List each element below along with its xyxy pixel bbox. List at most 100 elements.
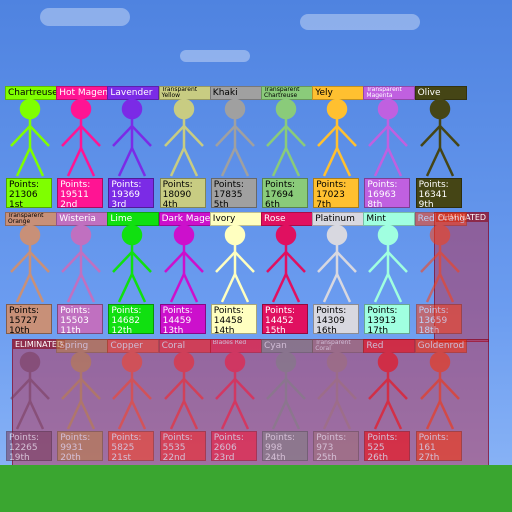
stickman-right-leg xyxy=(387,273,403,303)
stickman-right-arm xyxy=(387,125,409,147)
stickman-right-arm xyxy=(438,125,460,147)
stickman-left-arm xyxy=(61,378,83,400)
stickman-head xyxy=(378,351,399,373)
stickman-left-leg xyxy=(169,273,185,303)
rank-value: 6th xyxy=(265,200,280,210)
rank-value: 17th xyxy=(367,326,389,336)
stickman-right-leg xyxy=(336,273,352,303)
stickman-figure xyxy=(368,224,409,303)
points-value: 13659 xyxy=(418,316,448,326)
stickman-right-leg xyxy=(182,400,198,430)
stickman-left-leg xyxy=(271,147,288,177)
stickman-head xyxy=(122,98,143,120)
stickman-right-leg xyxy=(233,273,249,303)
stickman-figure xyxy=(10,98,50,177)
stickman-right-leg xyxy=(28,147,45,177)
rank-value: 8th xyxy=(367,200,383,210)
points-label: Points: xyxy=(418,306,449,316)
points-value: 16963 xyxy=(367,190,397,200)
points-label: Points: xyxy=(367,433,398,443)
points-label: Points: xyxy=(9,433,40,443)
stickman-head xyxy=(224,351,246,373)
stickman-right-leg xyxy=(131,147,147,177)
rank-value: 3rd xyxy=(111,200,127,210)
stickman-figure xyxy=(317,224,358,303)
points-value: 17835 xyxy=(213,190,243,200)
rank-value: 14th xyxy=(213,326,235,336)
points-value: 12265 xyxy=(9,443,38,453)
points-label: Points: xyxy=(162,433,193,443)
stickman-left-leg xyxy=(374,147,390,177)
points-value: 19511 xyxy=(60,190,89,200)
stickman-left-leg xyxy=(220,400,236,430)
stickman-head xyxy=(326,98,348,120)
rank-value: 12th xyxy=(111,326,133,336)
points-label: Points: xyxy=(60,433,91,443)
stickman-head xyxy=(429,351,450,373)
points-value: 13913 xyxy=(367,316,397,326)
stickman-figure xyxy=(317,98,358,177)
stickman-right-leg xyxy=(438,400,454,430)
rank-value: 5th xyxy=(213,200,229,210)
stickman-left-leg xyxy=(67,400,83,430)
points-value: 14452 xyxy=(265,316,294,326)
stickman-left-arm xyxy=(10,251,31,273)
stickman-head xyxy=(326,351,348,373)
stickman-head xyxy=(122,351,143,373)
stickman-right-arm xyxy=(29,251,50,273)
rank-value: 15th xyxy=(265,326,286,336)
points-label: Points: xyxy=(316,306,347,316)
stickman-figure xyxy=(61,351,102,430)
stickman-head xyxy=(275,224,297,246)
stickman-left-arm xyxy=(10,378,31,400)
stickman-left-leg xyxy=(323,273,339,303)
stickman-left-arm xyxy=(317,125,339,147)
points-label: Points: xyxy=(265,306,296,316)
points-value: 18090 xyxy=(162,190,192,200)
points-value: 525 xyxy=(367,443,385,453)
points-label: Points: xyxy=(265,180,296,190)
stickman-left-arm xyxy=(163,251,185,273)
rank-value: 2nd xyxy=(60,200,78,210)
points-value: 15727 xyxy=(9,316,38,326)
rank-value: 25th xyxy=(316,453,337,463)
stickman-right-arm xyxy=(387,378,409,400)
rank-value: 27th xyxy=(418,453,440,463)
stickman-right-arm xyxy=(80,125,102,147)
stickman-right-arm xyxy=(233,378,255,400)
stickman-right-leg xyxy=(438,273,454,303)
stickman-left-leg xyxy=(118,273,134,303)
stickman-left-arm xyxy=(61,251,83,273)
ground xyxy=(0,465,512,512)
points-value: 21306 xyxy=(9,190,38,200)
rank-value: 24th xyxy=(265,453,286,463)
cloud xyxy=(40,8,130,26)
stickman-right-leg xyxy=(336,400,352,430)
rank-value: 1st xyxy=(9,200,23,210)
points-label: Points: xyxy=(316,433,347,443)
points-label: Points: xyxy=(213,433,244,443)
points-value: 998 xyxy=(265,443,283,453)
rank-value: 20th xyxy=(60,453,81,463)
